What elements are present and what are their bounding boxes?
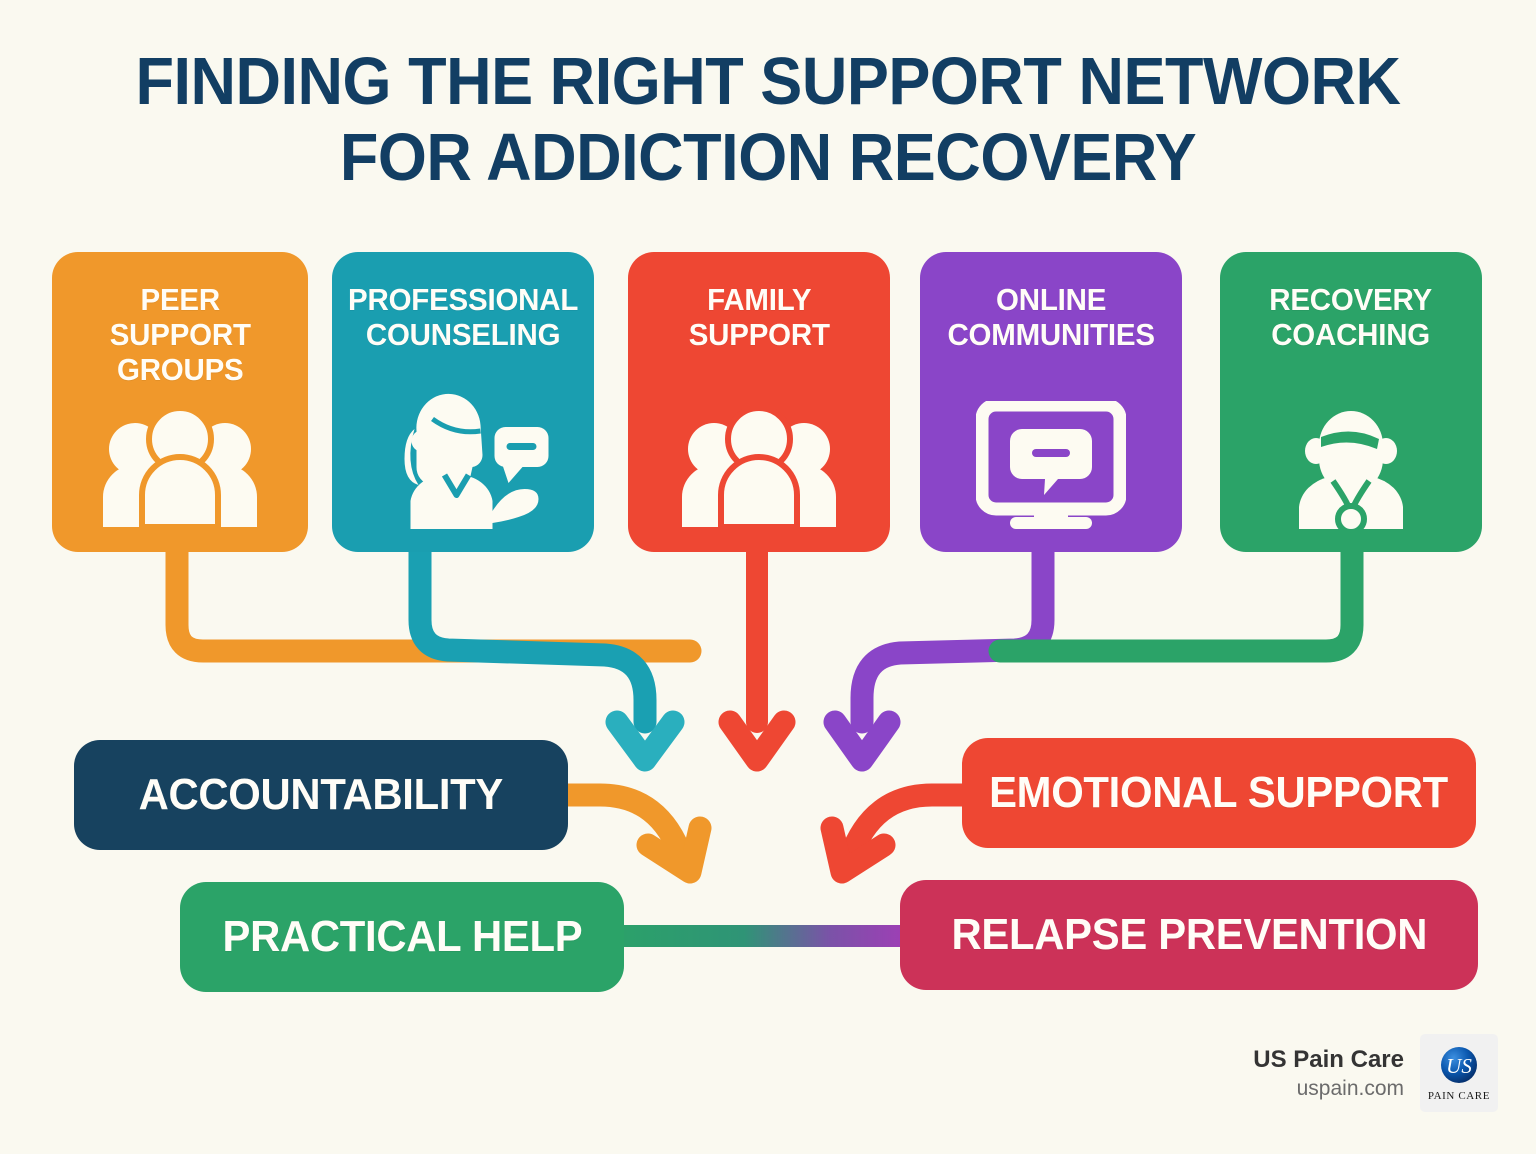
footer-text: US Pain Care uspain.com [1253,1045,1404,1102]
page-title-line1: FINDING THE RIGHT SUPPORT NETWORK [135,44,1401,119]
footer-website-url[interactable]: uspain.com [1296,1076,1404,1100]
connector-coaching-to-emotional [988,533,1364,663]
counselor-with-speech-bubble-icon [371,379,556,534]
connector-emotional-to-relapse [820,783,984,884]
pill-emotional-support[interactable]: EMOTIONAL SUPPORT [962,738,1476,848]
pill-practical-help[interactable]: PRACTICAL HELP [180,882,624,992]
page-title-line2: FOR ADDICTION RECOVERY [339,120,1197,195]
pill-label: EMOTIONAL SUPPORT [989,768,1449,817]
connector-practical-to-relapse [600,925,920,947]
connector-family-down-arrow [718,534,796,772]
connector-counseling-down-arrow [408,533,685,772]
card-label: ONLINE COMMUNITIES [947,282,1155,352]
us-logo-mark: US [1441,1047,1477,1083]
pill-label: PRACTICAL HELP [222,912,582,961]
card-family-support[interactable]: FAMILY SUPPORT [628,252,890,552]
card-label: PEER SUPPORT GROUPS [109,282,251,387]
connector-peer-to-accountability [165,533,702,663]
svg-text:US: US [1446,1054,1472,1078]
card-peer-support-groups[interactable]: PEER SUPPORT GROUPS [52,252,308,552]
connector-accountability-to-practical [548,783,712,884]
family-group-icon [674,405,844,534]
card-label: PROFESSIONAL COUNSELING [347,282,579,352]
us-pain-care-logo: US PAIN CARE [1420,1034,1498,1112]
connector-online-down-arrow [823,533,1055,772]
monitor-chat-icon [975,398,1127,534]
card-label: RECOVERY COACHING [1269,282,1433,352]
card-online-communities[interactable]: ONLINE COMMUNITIES [920,252,1182,552]
pill-label: ACCOUNTABILITY [138,770,504,819]
pill-accountability[interactable]: ACCOUNTABILITY [74,740,568,850]
footer-brand-name: US Pain Care [1253,1045,1404,1073]
page-title: FINDING THE RIGHT SUPPORT NETWORK FOR AD… [46,44,1490,196]
card-recovery-coaching[interactable]: RECOVERY COACHING [1220,252,1482,552]
group-of-people-icon [95,405,265,534]
footer-branding: US Pain Care uspain.com US PAIN CARE [1253,1034,1498,1112]
coach-with-whistle-icon [1271,389,1431,535]
pill-label: RELAPSE PREVENTION [951,910,1427,959]
logo-caption: PAIN CARE [1427,1090,1491,1102]
card-professional-counseling[interactable]: PROFESSIONAL COUNSELING [332,252,594,552]
card-label: FAMILY SUPPORT [688,282,830,352]
pill-relapse-prevention[interactable]: RELAPSE PREVENTION [900,880,1478,990]
